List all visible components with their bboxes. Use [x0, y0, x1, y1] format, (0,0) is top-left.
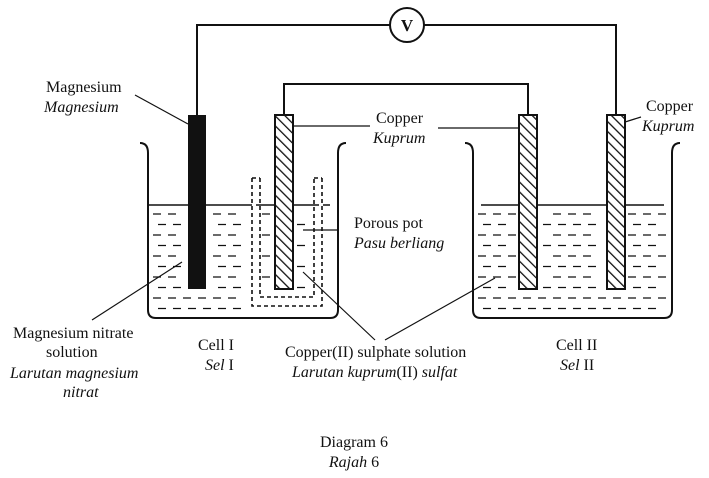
cell-1-beaker — [139, 142, 347, 319]
label-mg-nitrate-malay-line-2: nitrat — [63, 384, 99, 401]
voltmeter-circle — [389, 7, 425, 43]
labels: Magnesium Magnesium Copper Kuprum Copper… — [9, 79, 694, 401]
cell-2-beaker — [464, 142, 681, 319]
label-porous-pot: Porous pot — [354, 215, 423, 232]
label-copper-cell-2-malay: Kuprum — [641, 118, 694, 135]
label-porous-pot-malay: Pasu berliang — [353, 235, 444, 252]
label-copper-sulphate: Copper(II) sulphate solution — [285, 344, 466, 361]
label-copper-cell-1: Copper — [376, 110, 424, 127]
leader-lines — [91, 94, 642, 341]
voltmeter: V — [389, 7, 425, 43]
label-copper-sulphate-malay: Larutan kuprum(II) sulfat — [291, 364, 458, 381]
caption-english: Diagram 6 — [320, 434, 388, 451]
voltmeter-symbol: V — [401, 16, 414, 35]
caption: Diagram 6 Rajah 6 — [320, 434, 388, 471]
label-cell-2-malay: Sel II — [560, 357, 594, 374]
label-cell-2: Cell II — [556, 337, 597, 354]
label-cell-1: Cell I — [198, 337, 234, 354]
copper-electrode-cell-2-left — [518, 114, 538, 290]
label-mg-nitrate-line-1: Magnesium nitrate — [13, 325, 133, 342]
external-wire-circuit — [196, 24, 617, 115]
copper-electrode-cell-1 — [274, 114, 294, 290]
cell-1-solution — [153, 213, 241, 310]
label-magnesium-malay: Magnesium — [43, 99, 119, 116]
copper-electrode-cell-2-right — [606, 114, 626, 290]
label-copper-cell-2: Copper — [646, 98, 694, 115]
magnesium-electrode — [188, 115, 206, 289]
label-magnesium: Magnesium — [46, 79, 122, 96]
cell-2-solution — [478, 213, 666, 310]
label-mg-nitrate-line-2: solution — [46, 344, 98, 361]
label-copper-cell-1-malay: Kuprum — [372, 130, 425, 147]
label-cell-1-malay: Sel I — [205, 357, 234, 374]
caption-malay: Rajah 6 — [328, 454, 379, 471]
cell-1 — [139, 114, 347, 319]
label-mg-nitrate-malay-line-1: Larutan magnesium — [9, 365, 138, 382]
cell-2 — [464, 114, 681, 319]
